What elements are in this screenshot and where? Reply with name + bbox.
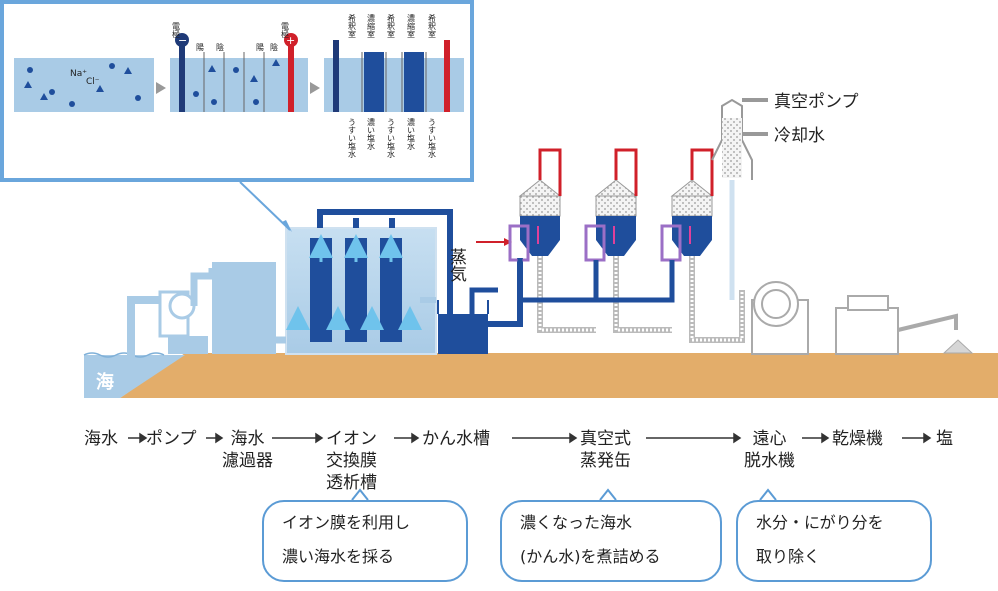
chamber-bottom-label-1: うすい塩水 (348, 118, 357, 158)
cation-membrane-label: 陽 (196, 43, 204, 52)
negative-sign: − (178, 34, 187, 47)
flow-step-dryer: 乾燥機 (832, 429, 883, 449)
seawater-filter (212, 262, 276, 354)
chamber-bottom-label-3: うすい塩水 (387, 118, 396, 158)
flow-step-seawater: 海水 (84, 429, 118, 449)
positive-sign: + (286, 34, 295, 47)
flow-step-salt: 塩 (936, 429, 953, 449)
chamber-bottom-label-5: うすい塩水 (428, 118, 437, 158)
evaporator-1 (508, 148, 562, 262)
cation-membrane-label-2: 陽 (256, 43, 264, 52)
chamber-top-label-1: 希釈室 (348, 13, 357, 38)
negative-electrode-label: 電極 (172, 22, 181, 38)
flow-step-pump: ポンプ (146, 429, 197, 449)
flow-step-filter: 海水濾過器 (222, 429, 273, 471)
sea (84, 355, 185, 398)
callout-ion-membrane: イオン膜を利用し濃い海水を採る (262, 500, 468, 582)
vacuum-pump-label: 真空ポンプ (774, 92, 859, 112)
brine-tank (438, 314, 488, 354)
chamber-bottom-label-2: 濃い塩水 (367, 117, 376, 150)
cooling-water-label: 冷却水 (774, 126, 825, 146)
flow-arrows (128, 432, 932, 444)
sea-label: 海 (96, 371, 114, 393)
chloride-ion-label: Cl⁻ (86, 77, 100, 87)
chamber-top-label-2: 濃縮室 (367, 13, 376, 38)
evaporator-3 (660, 148, 714, 262)
ground (120, 353, 998, 398)
condenser (711, 98, 768, 300)
anion-membrane-label-2: 陰 (270, 42, 278, 52)
flow-step-brine-tank: かん水槽 (422, 429, 490, 449)
sodium-ion-label: Na⁺ (70, 69, 87, 79)
anion-membrane-label: 陰 (216, 42, 224, 52)
chamber-bottom-label-4: 濃い塩水 (407, 117, 416, 150)
inset-panel-electrodialysis: − + 電極 電極 陽 陰 陽 陰 (170, 22, 308, 112)
ion-exchange-tank (285, 227, 437, 355)
dryer (835, 295, 958, 355)
inset-panel-result: 希釈室 濃縮室 希釈室 濃縮室 希釈室 うすい塩水 濃い塩水 うすい塩水 濃い塩… (324, 13, 464, 158)
chamber-top-label-4: 濃縮室 (407, 13, 416, 38)
salt-pile (942, 339, 974, 354)
positive-electrode-label: 電極 (281, 22, 290, 38)
inset-panel-seawater: Na⁺ Cl⁻ (14, 58, 154, 112)
evaporator-2 (584, 148, 638, 262)
flow-step-evaporator: 真空式蒸発缶 (580, 429, 631, 471)
callout-evaporation: 濃くなった海水(かん水)を煮詰める (500, 500, 722, 582)
flow-step-centrifuge: 遠心脱水機 (744, 429, 795, 471)
centrifuge (751, 281, 809, 355)
chamber-top-label-3: 希釈室 (387, 13, 396, 38)
callout-dewatering: 水分・にがり分を取り除く (736, 500, 932, 582)
flow-step-dialysis: イオン交換膜透析槽 (326, 429, 377, 493)
steam-label: 蒸気 (446, 248, 467, 283)
chamber-top-label-5: 希釈室 (428, 13, 437, 38)
pump (158, 290, 208, 354)
